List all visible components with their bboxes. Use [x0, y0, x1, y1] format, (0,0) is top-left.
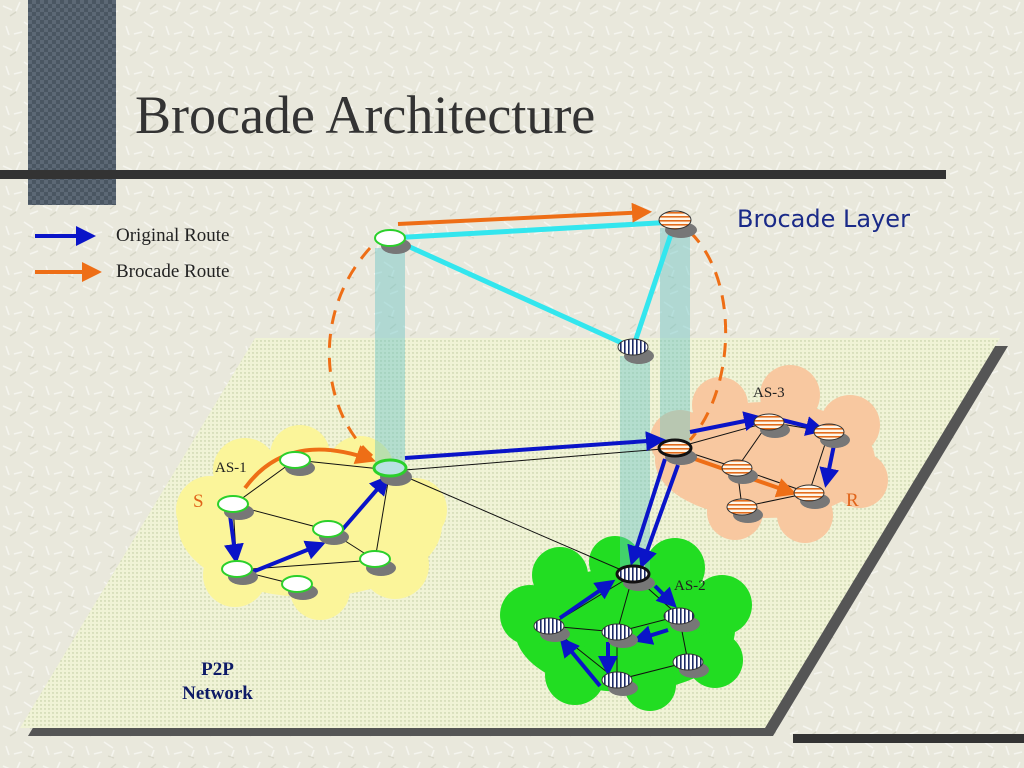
- p2p-network-label-line2: Network: [182, 683, 253, 704]
- as3-label: AS-3: [753, 385, 785, 401]
- as1-label: AS-1: [215, 460, 247, 476]
- supernode-top-left: [374, 229, 411, 254]
- source-label: S: [193, 491, 204, 512]
- as2-label: AS-2: [674, 578, 706, 594]
- brocade-route-arrow-source: [243, 445, 376, 490]
- legend-original-route-label: Original Route: [116, 225, 230, 246]
- title-underline-bar: [0, 170, 946, 179]
- supernode-top-right: [658, 210, 697, 238]
- legend-brocade-route-label: Brocade Route: [116, 261, 230, 282]
- footer-bar: [793, 734, 1024, 743]
- brocade-layer-links: [387, 219, 678, 351]
- brocade-layer-label: Brocade Layer: [737, 205, 910, 233]
- supernode-middle: [617, 338, 654, 364]
- p2p-network-label-line1: P2P: [201, 659, 234, 680]
- as3-nodes: [657, 413, 850, 523]
- projection-column-3: [660, 228, 690, 448]
- projection-column-1: [375, 248, 405, 470]
- brocade-dashed-arc-left: [327, 246, 381, 464]
- p2p-network-label: P2P Network: [150, 658, 285, 706]
- projection-column-2: [620, 356, 650, 574]
- slide-title: Brocade Architecture: [135, 85, 596, 145]
- as2-nodes: [533, 564, 709, 696]
- brocade-dashed-arc-right: [688, 230, 728, 442]
- as1-nodes: [217, 451, 412, 600]
- brocade-route-arrow-top: [397, 202, 652, 226]
- original-route-arrows: [223, 411, 840, 688]
- receiver-label: R: [846, 490, 859, 511]
